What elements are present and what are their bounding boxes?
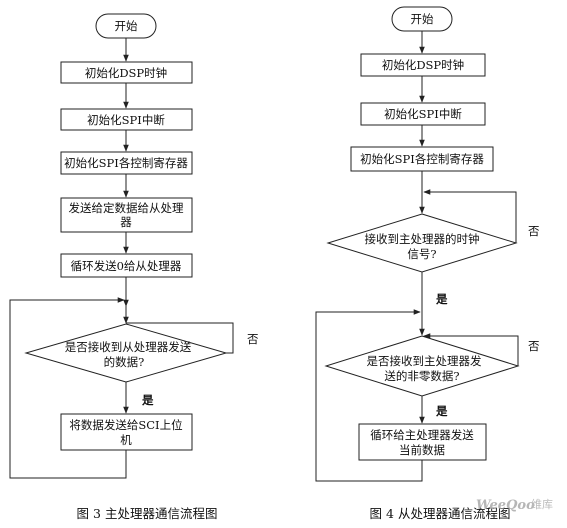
fig3-decision-node: 是否接收到从处理器发送 的数据? — [24, 323, 228, 383]
fig4-init-spi-regs-label: 初始化SPI各控制寄存器 — [360, 152, 484, 166]
fig3-init-spi-regs-label: 初始化SPI各控制寄存器 — [64, 156, 188, 170]
fig4-yes-label-1: 是 — [435, 292, 448, 306]
fig3-decision-label-2: 的数据? — [104, 355, 145, 369]
fig3-loop-send-zero-node: 循环发送0给从处理器 — [60, 253, 193, 278]
fig4-init-spi-regs-node: 初始化SPI各控制寄存器 — [350, 146, 494, 172]
fig4-edge-outer-loop — [315, 309, 423, 482]
fig4-no-label-1: 否 — [528, 224, 540, 238]
fig3-caption: 图 3 主处理器通信流程图 — [77, 506, 218, 521]
fig3-start-label: 开始 — [115, 19, 138, 33]
fig3-init-spi-int-node: 初始化SPI中断 — [60, 108, 193, 131]
fig3-init-spi-regs-node: 初始化SPI各控制寄存器 — [60, 151, 193, 175]
fig4-caption: 图 4 从处理器通信流程图 — [370, 506, 511, 521]
fig4-decision-data-label-1: 是否接收到主处理器发 — [367, 354, 482, 368]
figure-3: 开始 初始化DSP时钟 初始化SPI中断 初始化SPI各控制寄存器 发送给定数据… — [9, 13, 259, 521]
fig3-send-data-label-2: 器 — [120, 215, 132, 229]
fig4-decision-clock-node: 接收到主处理器的时钟 信号? — [326, 213, 518, 273]
watermark-brand: WeeQoo — [476, 498, 535, 513]
fig4-start-node: 开始 — [391, 6, 453, 32]
fig3-send-data-label-1: 发送给定数据给从处理 — [69, 201, 184, 215]
fig4-decision-clock-label-1: 接收到主处理器的时钟 — [365, 232, 480, 246]
fig3-send-data-node: 发送给定数据给从处理 器 — [60, 197, 193, 233]
fig4-init-clock-label: 初始化DSP时钟 — [382, 58, 464, 72]
fig4-init-clock-node: 初始化DSP时钟 — [360, 53, 486, 77]
fig3-init-clock-node: 初始化DSP时钟 — [60, 61, 193, 84]
fig4-start-label: 开始 — [411, 12, 434, 26]
fig3-loop-send-zero-label: 循环发送0给从处理器 — [71, 259, 182, 273]
fig4-decision-data-label-2: 送的非零数据? — [384, 369, 459, 383]
fig4-edge-no-loop-1 — [423, 189, 517, 243]
fig4-loop-send-label-2: 当前数据 — [399, 443, 445, 457]
fig3-decision-label-1: 是否接收到从处理器发送 — [65, 340, 192, 354]
fig4-decision-clock-label-2: 信号? — [407, 247, 436, 261]
fig4-loop-send-label-1: 循环给主处理器发送 — [370, 428, 474, 442]
watermark-logo: WeeQoo 维库 — [476, 498, 553, 513]
figure-4: 开始 初始化DSP时钟 初始化SPI中断 初始化SPI各控制寄存器 接收到主处理… — [315, 6, 540, 521]
fig3-yes-label: 是 — [141, 393, 154, 407]
fig4-loop-send-node: 循环给主处理器发送 当前数据 — [358, 423, 487, 461]
fig3-no-label: 否 — [247, 332, 259, 346]
fig3-send-upper-label-1: 将数据发送给SCI上位 — [69, 418, 182, 432]
fig3-init-spi-int-label: 初始化SPI中断 — [87, 113, 165, 127]
fig3-send-upper-label-2: 机 — [120, 433, 132, 447]
watermark-suffix: 维库 — [531, 498, 553, 511]
fig4-yes-label-2: 是 — [435, 404, 448, 418]
fig3-edge-outer-loop — [9, 297, 127, 479]
fig4-init-spi-int-node: 初始化SPI中断 — [360, 102, 486, 126]
fig3-edge-no-loop — [126, 322, 234, 354]
fig4-init-spi-int-label: 初始化SPI中断 — [384, 107, 462, 121]
fig4-no-label-2: 否 — [528, 339, 540, 353]
fig4-edge-no-loop-2 — [423, 333, 519, 366]
fig3-send-upper-node: 将数据发送给SCI上位 机 — [60, 413, 193, 451]
fig4-decision-data-node: 是否接收到主处理器发 送的非零数据? — [324, 335, 520, 397]
fig3-start-node: 开始 — [95, 13, 157, 39]
fig3-init-clock-label: 初始化DSP时钟 — [85, 66, 167, 80]
